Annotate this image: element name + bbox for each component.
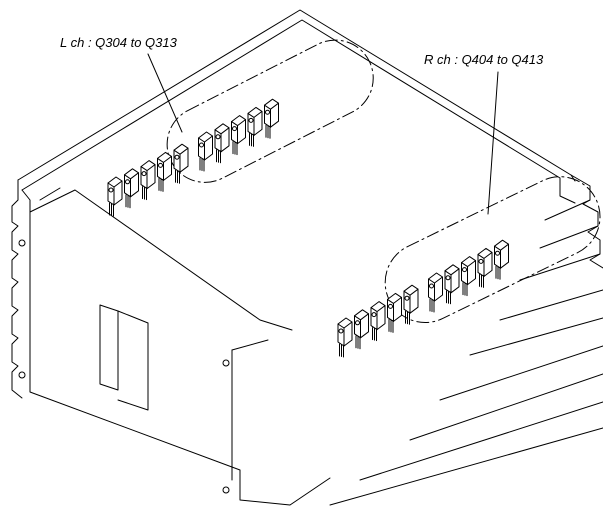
transistor-icon — [157, 151, 172, 192]
transistor-icon — [173, 143, 189, 184]
heatsink-top-plate — [17, 9, 576, 182]
transistor-icon — [107, 176, 123, 217]
heatsink-top-ridge — [39, 187, 61, 201]
right-fins — [329, 174, 603, 506]
transistor-icon — [214, 123, 230, 164]
transistor-icon — [337, 317, 353, 358]
screw-icon — [222, 359, 230, 367]
transistor-icon — [354, 309, 369, 350]
transistor-icon — [124, 168, 139, 209]
screw-icon — [18, 239, 26, 247]
left-leader-line — [147, 53, 183, 133]
transistor-icon — [198, 131, 213, 172]
front-cutout — [99, 304, 119, 391]
right-channel-label: R ch : Q404 to Q413 — [424, 52, 544, 67]
left-fins — [11, 179, 31, 399]
left-channel-label: L ch : Q304 to Q313 — [60, 35, 177, 50]
front-panel-top — [29, 189, 293, 331]
screw-icon — [18, 371, 26, 379]
transistor-icon — [140, 160, 156, 201]
transistor-icon — [403, 284, 419, 325]
transistor-icon — [370, 301, 386, 342]
heatsink-top-edge — [21, 19, 561, 191]
transistor-icon — [247, 106, 263, 147]
transistor-icon — [231, 115, 246, 156]
front-cutout-inner — [117, 310, 149, 411]
right-leader-line — [487, 71, 499, 215]
transistor-icon — [387, 292, 402, 333]
transistor-icon — [461, 256, 476, 297]
transistor-icon — [428, 272, 443, 313]
transistor-icon — [494, 239, 509, 280]
transistor-icon — [444, 264, 460, 305]
left-transistor-row — [107, 98, 279, 217]
right-transistor-row — [337, 239, 509, 358]
front-face-divider — [231, 339, 269, 351]
screw-icon — [222, 486, 230, 494]
front-face — [29, 211, 331, 506]
transistor-icon — [477, 247, 493, 288]
transistor-icon — [264, 98, 279, 139]
